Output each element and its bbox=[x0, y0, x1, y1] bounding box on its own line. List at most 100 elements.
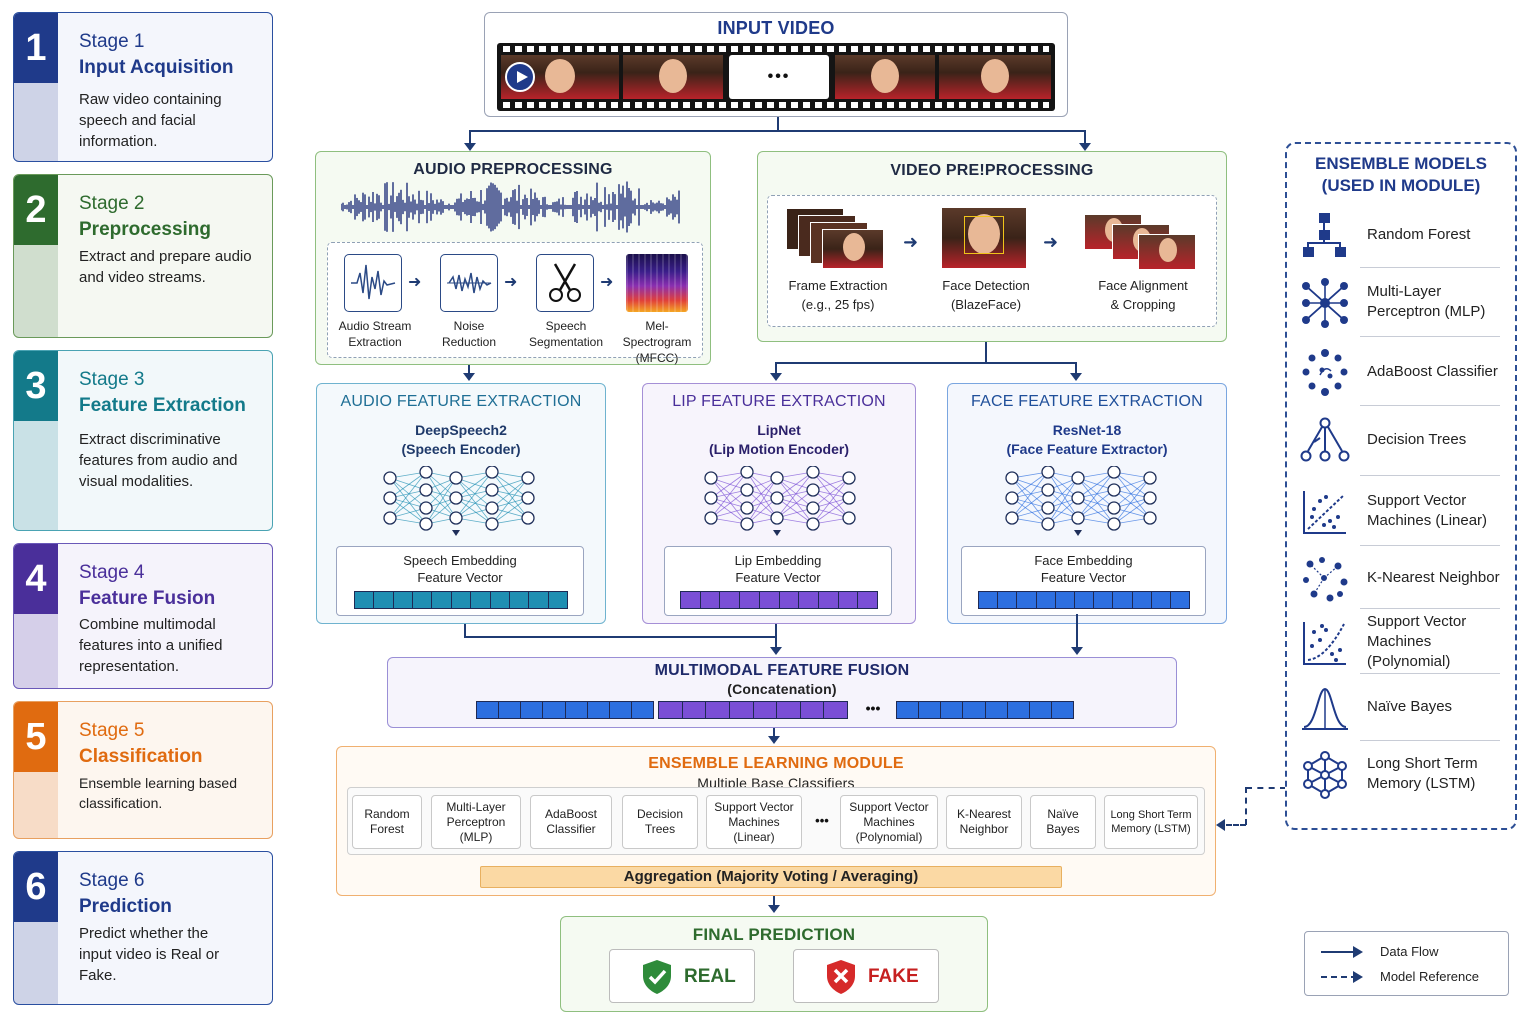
audio-preprocessing-box: AUDIO PREPROCESSING ➜ ➜ ➜ Audio Stream E… bbox=[315, 151, 711, 365]
arrow-head bbox=[1353, 946, 1363, 958]
tree-hierarchy-icon bbox=[1303, 213, 1346, 257]
connector bbox=[468, 365, 470, 376]
knn-icon bbox=[1303, 557, 1348, 602]
step-line-2: & Cropping bbox=[1110, 297, 1176, 312]
classifier-card: Multi-Layer Perceptron (MLP) bbox=[431, 795, 521, 849]
audio-step-label: Speech Segmentation bbox=[528, 319, 604, 349]
arrow-head bbox=[1070, 373, 1082, 381]
fusion-ellipsis: ••• bbox=[865, 700, 881, 716]
model-reference-line bbox=[1245, 787, 1247, 825]
frame-stack-icon bbox=[786, 208, 886, 270]
neural-network-icon bbox=[383, 466, 535, 536]
ensemble-model-item: Support Vector Machines (Linear) bbox=[1300, 481, 1514, 541]
embedding-label-2: Feature Vector bbox=[735, 570, 821, 585]
stage-desc: Predict whether the input video is Real … bbox=[79, 925, 220, 984]
arrow-head bbox=[768, 736, 780, 744]
audio-preprocessing-title: AUDIO PREPROCESSING bbox=[413, 161, 613, 178]
stage-desc: Extract and prepare audio and video stre… bbox=[79, 248, 252, 286]
model-name: ResNet-18 bbox=[1052, 422, 1122, 438]
dots-cluster-icon bbox=[1302, 349, 1348, 396]
audio-feature-title: AUDIO FEATURE EXTRACTION bbox=[340, 393, 582, 410]
video-frame bbox=[623, 55, 723, 99]
input-video-title: INPUT VIDEO bbox=[717, 18, 835, 38]
bounding-box bbox=[964, 216, 1004, 254]
connector bbox=[464, 636, 776, 638]
divider bbox=[1360, 673, 1500, 674]
arrow-right-icon: ➜ bbox=[408, 274, 422, 291]
embedding-label-1: Face Embedding bbox=[1034, 553, 1133, 568]
ensemble-model-item: Multi-Layer Perceptron (MLP) bbox=[1300, 272, 1514, 332]
ensemble-model-item: AdaBoost Classifier bbox=[1300, 342, 1514, 402]
connector bbox=[469, 130, 471, 146]
check-shield-icon bbox=[643, 960, 671, 994]
legend-data-flow: Data Flow bbox=[1380, 944, 1439, 959]
connector bbox=[1076, 614, 1078, 649]
face-detection-icon bbox=[942, 208, 1026, 268]
lip-feature-title: LIP FEATURE EXTRACTION bbox=[672, 393, 886, 410]
fused-face-segment bbox=[896, 701, 1074, 719]
spectrogram-icon bbox=[626, 254, 688, 312]
classifier-ellipsis: ••• bbox=[815, 813, 829, 828]
decision-tree-icon bbox=[1300, 417, 1350, 462]
neural-network-icon bbox=[704, 466, 856, 536]
arrow-right-icon: ➜ bbox=[903, 232, 919, 252]
frame-ellipsis: ••• bbox=[729, 55, 829, 99]
fake-label: FAKE bbox=[868, 966, 919, 987]
divider bbox=[1360, 740, 1500, 741]
legend-model-reference: Model Reference bbox=[1380, 969, 1479, 984]
embedding-label-1: Lip Embedding bbox=[734, 553, 822, 568]
fused-audio-segment bbox=[476, 701, 654, 719]
ensemble-models-title-1: ENSEMBLE MODELS bbox=[1315, 154, 1487, 173]
face-feature-title: FACE FEATURE EXTRACTION bbox=[971, 393, 1203, 410]
classifier-card: K-Nearest Neighbor bbox=[946, 795, 1022, 849]
classifier-card: AdaBoost Classifier bbox=[530, 795, 612, 849]
connector bbox=[773, 896, 775, 907]
arrow-head bbox=[463, 373, 475, 381]
audio-feature-box: AUDIO FEATURE EXTRACTION DeepSpeech2 (Sp… bbox=[316, 383, 606, 624]
video-preprocessing-box: VIDEO PRE!PROCESSING ➜ ➜ Frame Extractio… bbox=[757, 151, 1227, 342]
x-shield-icon bbox=[827, 960, 855, 994]
video-frame bbox=[835, 55, 935, 99]
connector bbox=[469, 130, 1086, 132]
divider bbox=[1360, 405, 1500, 406]
stage-desc: Ensemble learning based classification. bbox=[79, 775, 237, 811]
model-subtitle: (Lip Motion Encoder) bbox=[709, 441, 849, 457]
stage-number: 2 bbox=[14, 175, 58, 245]
stage-number: 1 bbox=[14, 13, 58, 83]
embedding-label-1: Speech Embedding bbox=[403, 553, 517, 568]
model-name: DeepSpeech2 bbox=[415, 422, 507, 438]
aggregation-bar: Aggregation (Majority Voting / Averaging… bbox=[480, 866, 1062, 888]
play-button-icon[interactable] bbox=[505, 62, 535, 92]
divider bbox=[1360, 267, 1500, 268]
step-line-1: Frame Extraction bbox=[788, 278, 888, 293]
final-prediction-box: FINAL PREDICTION REAL FAKE bbox=[560, 916, 988, 1012]
sprocket-top bbox=[503, 46, 1049, 52]
legend-box: Data Flow Model Reference bbox=[1304, 931, 1509, 996]
ensemble-model-item: Long Short Term Memory (LSTM) bbox=[1300, 744, 1514, 804]
noise-filter-icon bbox=[440, 254, 498, 312]
film-strip: ••• bbox=[497, 43, 1055, 111]
ensemble-model-name: Multi-Layer Perceptron (MLP) bbox=[1367, 283, 1486, 320]
ensemble-model-item: Naïve Bayes bbox=[1300, 677, 1514, 737]
ensemble-models-title-2: (USED IN MODULE) bbox=[1321, 176, 1481, 195]
model-subtitle: (Speech Encoder) bbox=[401, 441, 521, 457]
classifier-card: Naïve Bayes bbox=[1030, 795, 1096, 849]
stage-name: Input Acquisition bbox=[79, 57, 234, 78]
connector bbox=[775, 362, 777, 376]
stage-name: Prediction bbox=[79, 896, 172, 917]
stage-strip bbox=[14, 245, 58, 337]
arrow-head bbox=[1079, 143, 1091, 151]
waveform-step-icon bbox=[344, 254, 402, 312]
stage-card-1: 1 Stage 1 Input Acquisition Raw video co… bbox=[13, 12, 273, 162]
audio-step-label: Noise Reduction bbox=[441, 319, 497, 349]
connector bbox=[985, 342, 987, 364]
scatter-line-icon bbox=[1303, 491, 1346, 534]
model-reference-arrow-icon bbox=[1321, 976, 1357, 978]
arrow-head bbox=[770, 373, 782, 381]
ensemble-models-panel bbox=[1285, 142, 1517, 830]
fusion-box: MULTIMODAL FEATURE FUSION (Concatenation… bbox=[387, 657, 1177, 728]
video-step-label: Face Alignment& Cropping bbox=[1080, 276, 1206, 314]
